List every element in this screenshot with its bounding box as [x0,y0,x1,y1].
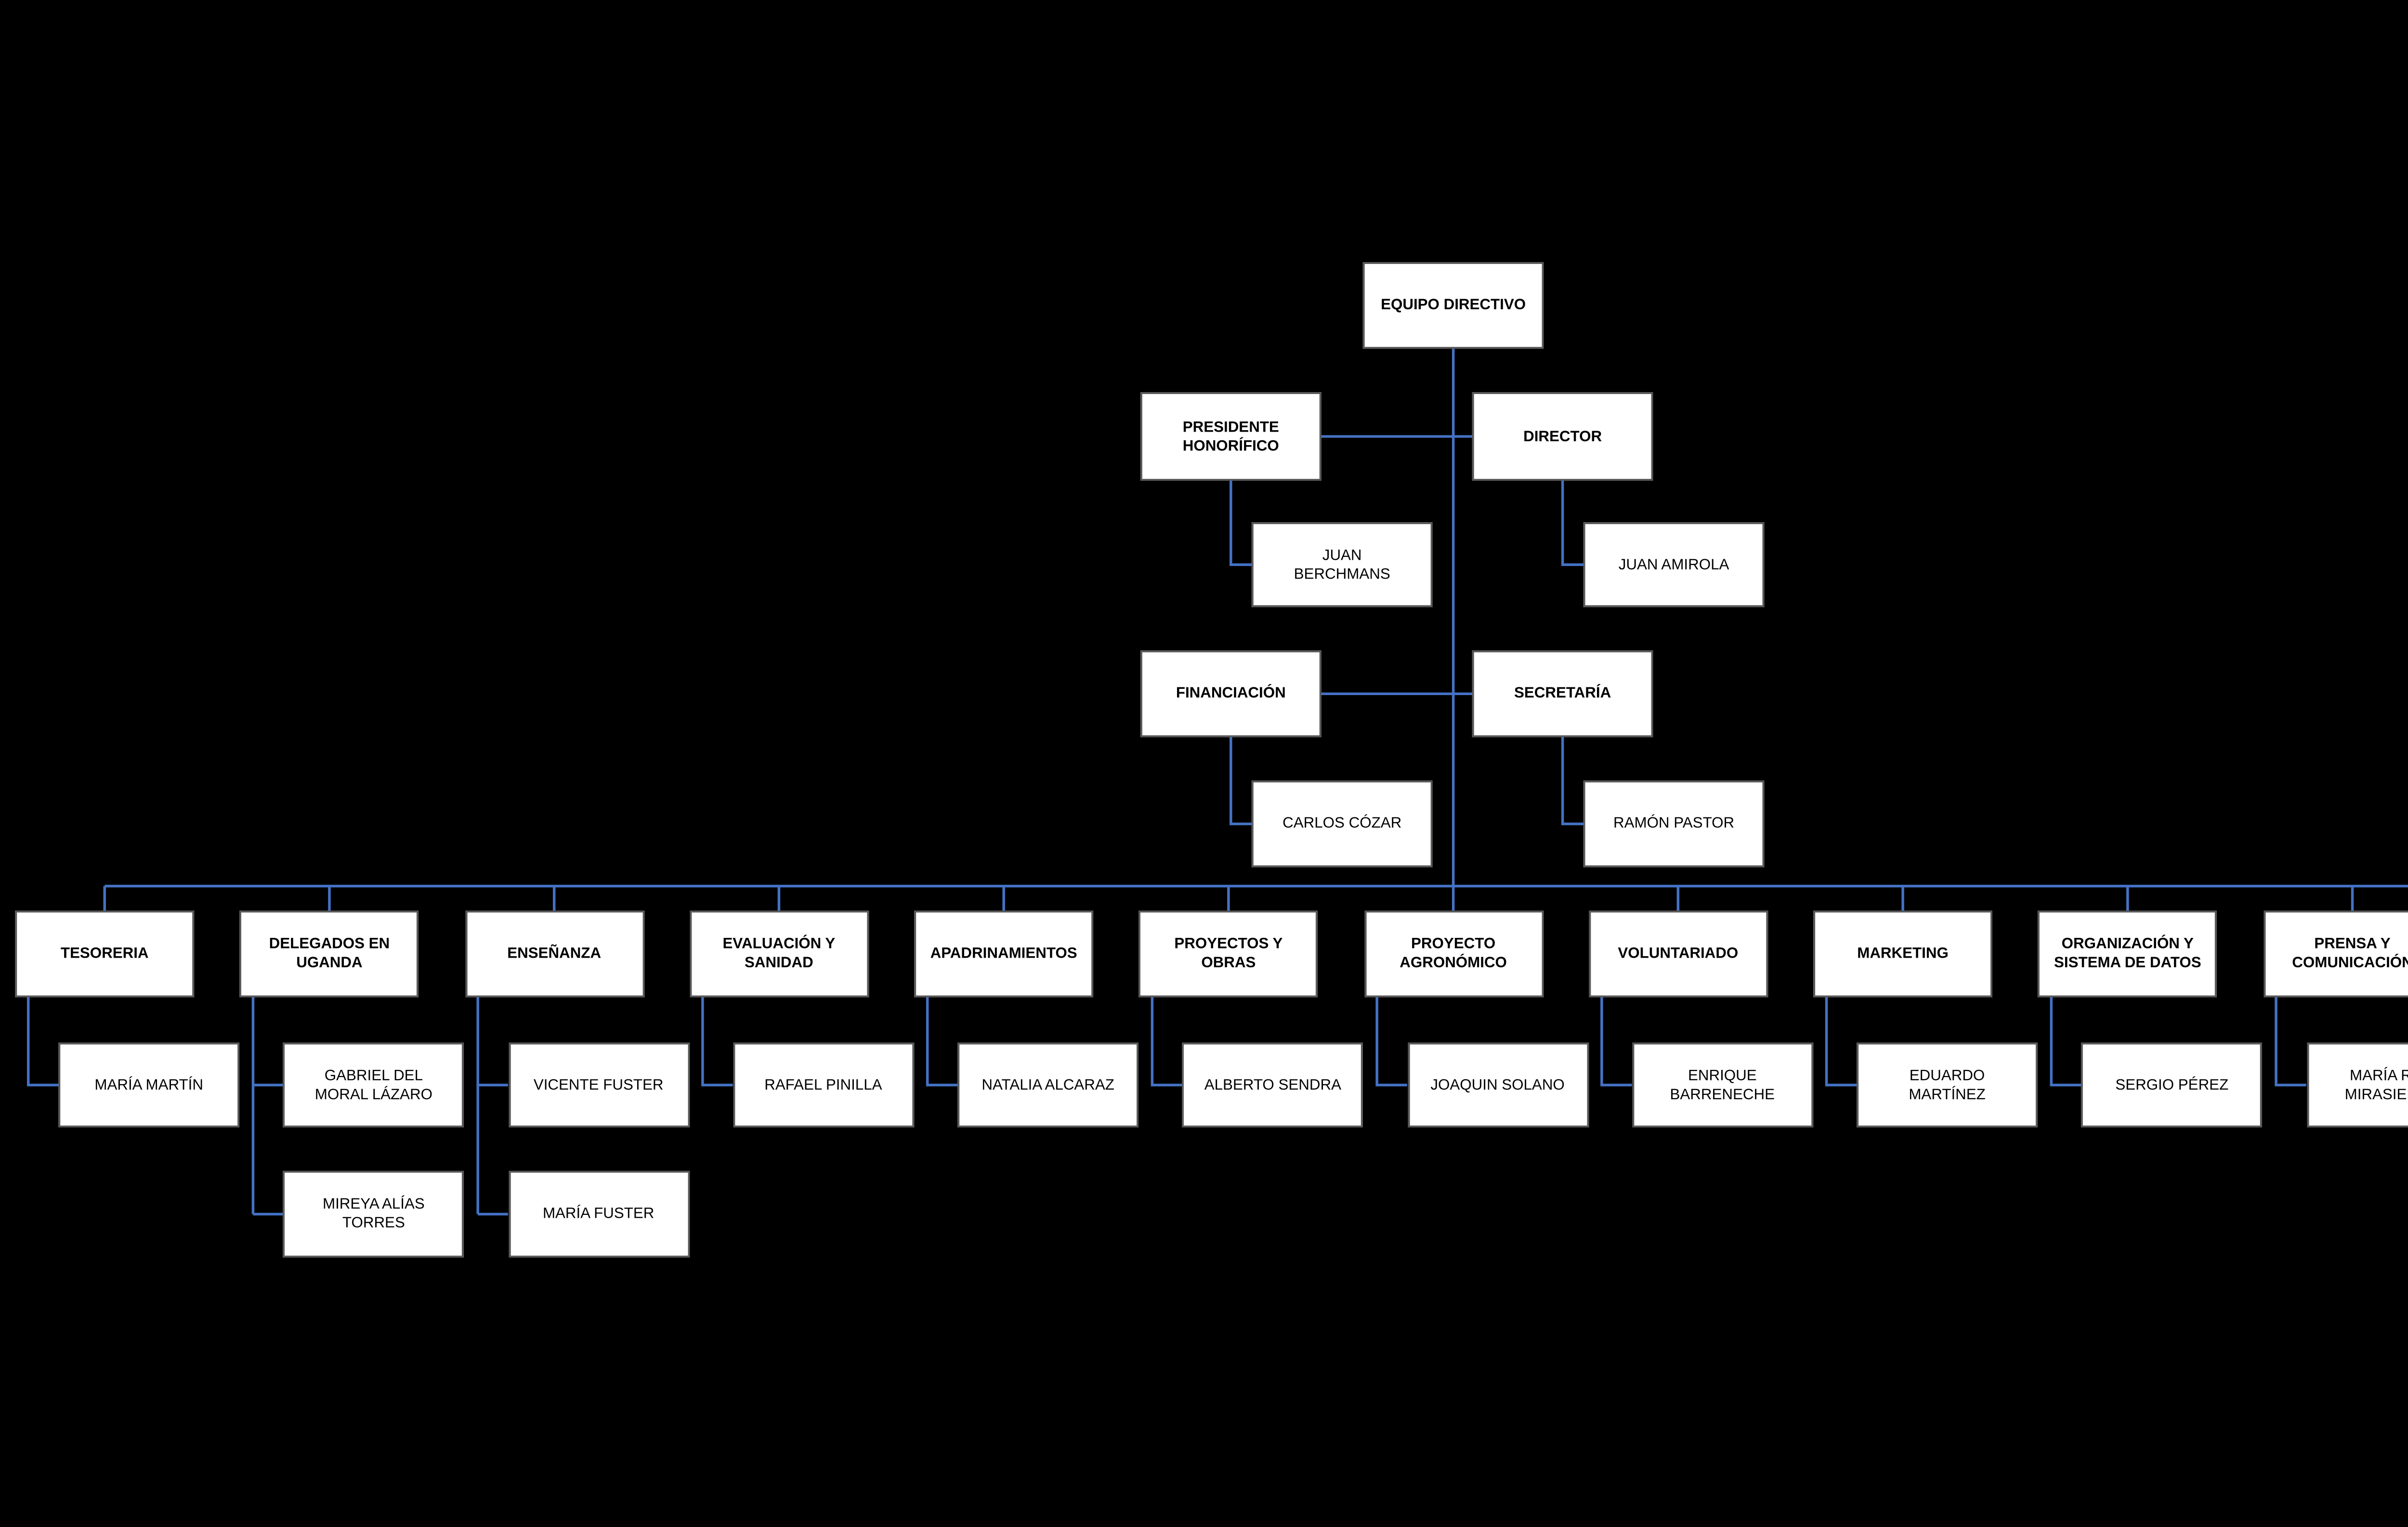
connector-proyectos-member [1151,997,1182,1087]
node-natalia-alcaraz: NATALIA ALCARAZ [957,1042,1139,1128]
connector-director-person [1561,481,1584,566]
node-ramon-pastor: RAMÓN PASTOR [1583,780,1765,868]
node-marketing: MARKETING [1813,910,1992,998]
node-juan-amirola: JUAN AMIROLA [1583,522,1765,607]
node-financiacion: FINANCIACIÓN [1140,650,1322,737]
node-organizacion-y-sistema-de-datos: ORGANIZACIÓN Y SISTEMA DE DATOS [2038,910,2217,998]
node-vicente-fuster: VICENTE FUSTER [508,1042,689,1128]
connector-evaluacion-member [701,997,733,1087]
node-equipo-directivo: EQUIPO DIRECTIVO [1362,262,1544,349]
node-proyectos-y-obras: PROYECTOS Y OBRAS [1139,910,1318,998]
connector-marketing-member [1825,997,1857,1087]
node-eduardo-martinez: EDUARDO MARTÍNEZ [1857,1042,2038,1128]
node-prensa-y-comunicacion: PRENSA Y COMUNICACIÓN [2263,910,2408,998]
node-tesoreria: TESORERIA [15,910,195,998]
connector-prensa-member [2275,997,2306,1087]
node-alberto-sendra: ALBERTO SENDRA [1182,1042,1363,1128]
node-secretaria: SECRETARÍA [1472,650,1653,737]
node-director: DIRECTOR [1472,392,1653,481]
node-voluntariado: VOLUNTARIADO [1588,910,1768,998]
connector-organizacion-member [2050,997,2081,1087]
node-ensenanza: ENSEÑANZA [464,910,644,998]
node-joaquin-solano: JOAQUIN SOLANO [1407,1042,1588,1128]
connector-tesoreria-member [26,997,59,1087]
node-apadrinamientos: APADRINAMIENTOS [914,910,1094,998]
connector-ensenanza-members [476,997,508,1216]
connector-presidente-person [1230,481,1252,566]
connector-financiacion-person [1230,737,1252,826]
node-sergio-perez: SERGIO PÉREZ [2081,1042,2263,1128]
connector-department-stubs [103,886,2354,911]
node-carlos-cozar: CARLOS CÓZAR [1251,780,1433,868]
node-enrique-barreneche: ENRIQUE BARRENECHE [1632,1042,1813,1128]
connector-voluntariado-member [1600,997,1632,1087]
node-gabriel-del-moral-lazaro: GABRIEL DEL MORAL LÁZARO [283,1042,464,1128]
connector-agronomico-member [1375,997,1407,1087]
node-rafael-pinilla: RAFAEL PINILLA [733,1042,914,1128]
connector-secretaria-person [1561,737,1584,826]
node-maria-fuster: MARÍA FUSTER [508,1171,689,1258]
connector-apadrinamientos-member [926,997,958,1087]
node-maria-rosa-mirasierras: MARÍA ROSA MIRASIERRAS [2306,1042,2408,1128]
node-presidente-honorifico: PRESIDENTE HONORÍFICO [1140,392,1322,481]
node-evaluacion-y-sanidad: EVALUACIÓN Y SANIDAD [689,910,869,998]
node-juan-berchmans: JUAN BERCHMANS [1251,522,1433,607]
connector-delegados-members [251,997,284,1216]
node-maria-martin: MARÍA MARTÍN [58,1042,240,1128]
node-proyecto-agronomico: PROYECTO AGRONÓMICO [1363,910,1543,998]
node-mireya-alias-torres: MIREYA ALÍAS TORRES [283,1171,464,1258]
node-delegados-en-uganda: DELEGADOS EN UGANDA [240,910,419,998]
